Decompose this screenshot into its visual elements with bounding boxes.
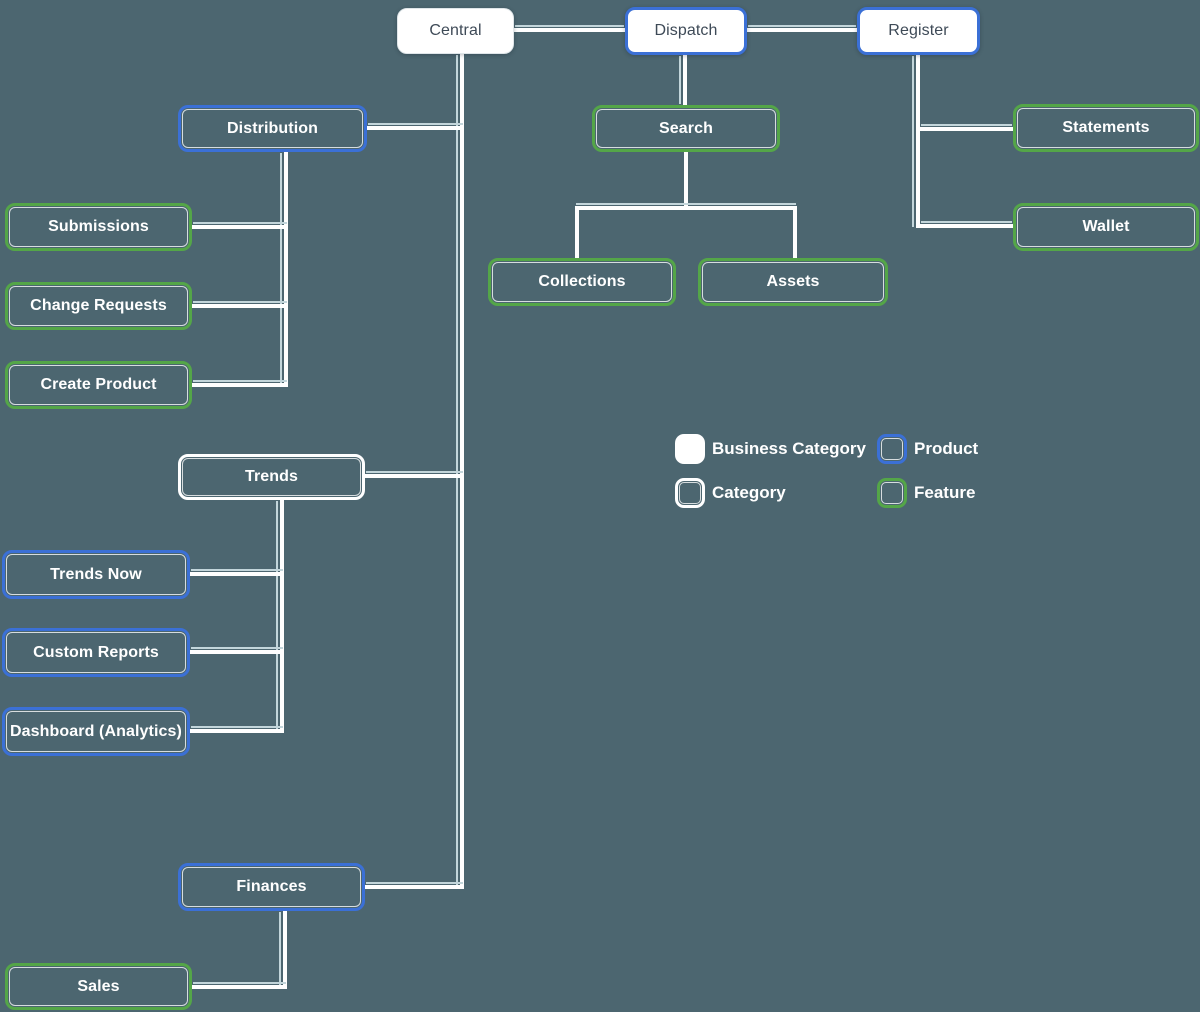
- node-assets[interactable]: Assets: [698, 258, 888, 306]
- edge-finances-drop: [283, 911, 287, 989]
- node-statements[interactable]: Statements: [1013, 104, 1199, 152]
- node-custom-reports[interactable]: Custom Reports: [2, 628, 190, 677]
- legend-label-business-category: Business Category: [712, 439, 866, 458]
- edge-collections-drop: [575, 206, 579, 258]
- legend-swatch-business-category: [675, 434, 705, 464]
- legend-label-category: Category: [712, 483, 786, 502]
- edge-create-product: [192, 383, 288, 387]
- node-sales[interactable]: Sales: [5, 963, 192, 1010]
- edge-central-dispatch: [514, 28, 625, 32]
- legend-label-product: Product: [914, 439, 979, 458]
- legend-swatch-feature: [877, 478, 907, 508]
- edge-register-trunk: [916, 55, 920, 228]
- node-register[interactable]: Register: [857, 7, 980, 55]
- node-trends-now[interactable]: Trends Now: [2, 550, 190, 599]
- node-wallet[interactable]: Wallet: [1013, 203, 1199, 251]
- legend-swatch-product: [877, 434, 907, 464]
- edge-wallet: [920, 224, 1013, 228]
- node-collections[interactable]: Collections: [488, 258, 676, 306]
- legend-swatch-category: [675, 478, 705, 508]
- edge-search-drop: [684, 152, 688, 208]
- node-finances[interactable]: Finances: [178, 863, 365, 911]
- node-dispatch[interactable]: Dispatch: [625, 7, 747, 55]
- edge-dispatch-search: [683, 55, 687, 105]
- edge-submissions: [192, 225, 288, 229]
- edge-trunk-finances: [365, 885, 464, 889]
- edge-trends-now: [190, 572, 284, 576]
- node-central[interactable]: Central: [397, 8, 514, 54]
- edge-change-requests: [192, 304, 288, 308]
- node-trends[interactable]: Trends: [178, 454, 365, 500]
- node-submissions[interactable]: Submissions: [5, 203, 192, 251]
- node-dashboard-analytics[interactable]: Dashboard (Analytics): [2, 707, 190, 756]
- edge-dispatch-register: [747, 28, 857, 32]
- edge-dashboard-analytics: [190, 729, 284, 733]
- legend-label-feature: Feature: [914, 483, 976, 502]
- node-create-product[interactable]: Create Product: [5, 361, 192, 409]
- edge-trends-drop: [280, 500, 284, 733]
- edge-sales: [192, 985, 287, 989]
- edge-assets-drop: [793, 206, 797, 258]
- edge-trunk-distribution: [367, 126, 464, 130]
- node-distribution[interactable]: Distribution: [178, 105, 367, 152]
- edge-custom-reports: [190, 650, 284, 654]
- edge-central-trunk: [460, 54, 464, 889]
- node-change-requests[interactable]: Change Requests: [5, 282, 192, 330]
- edge-statements: [920, 127, 1013, 131]
- edge-distribution-drop: [284, 152, 288, 387]
- edge-search-split: [575, 206, 797, 210]
- edge-trunk-trends: [365, 474, 464, 478]
- node-search[interactable]: Search: [592, 105, 780, 152]
